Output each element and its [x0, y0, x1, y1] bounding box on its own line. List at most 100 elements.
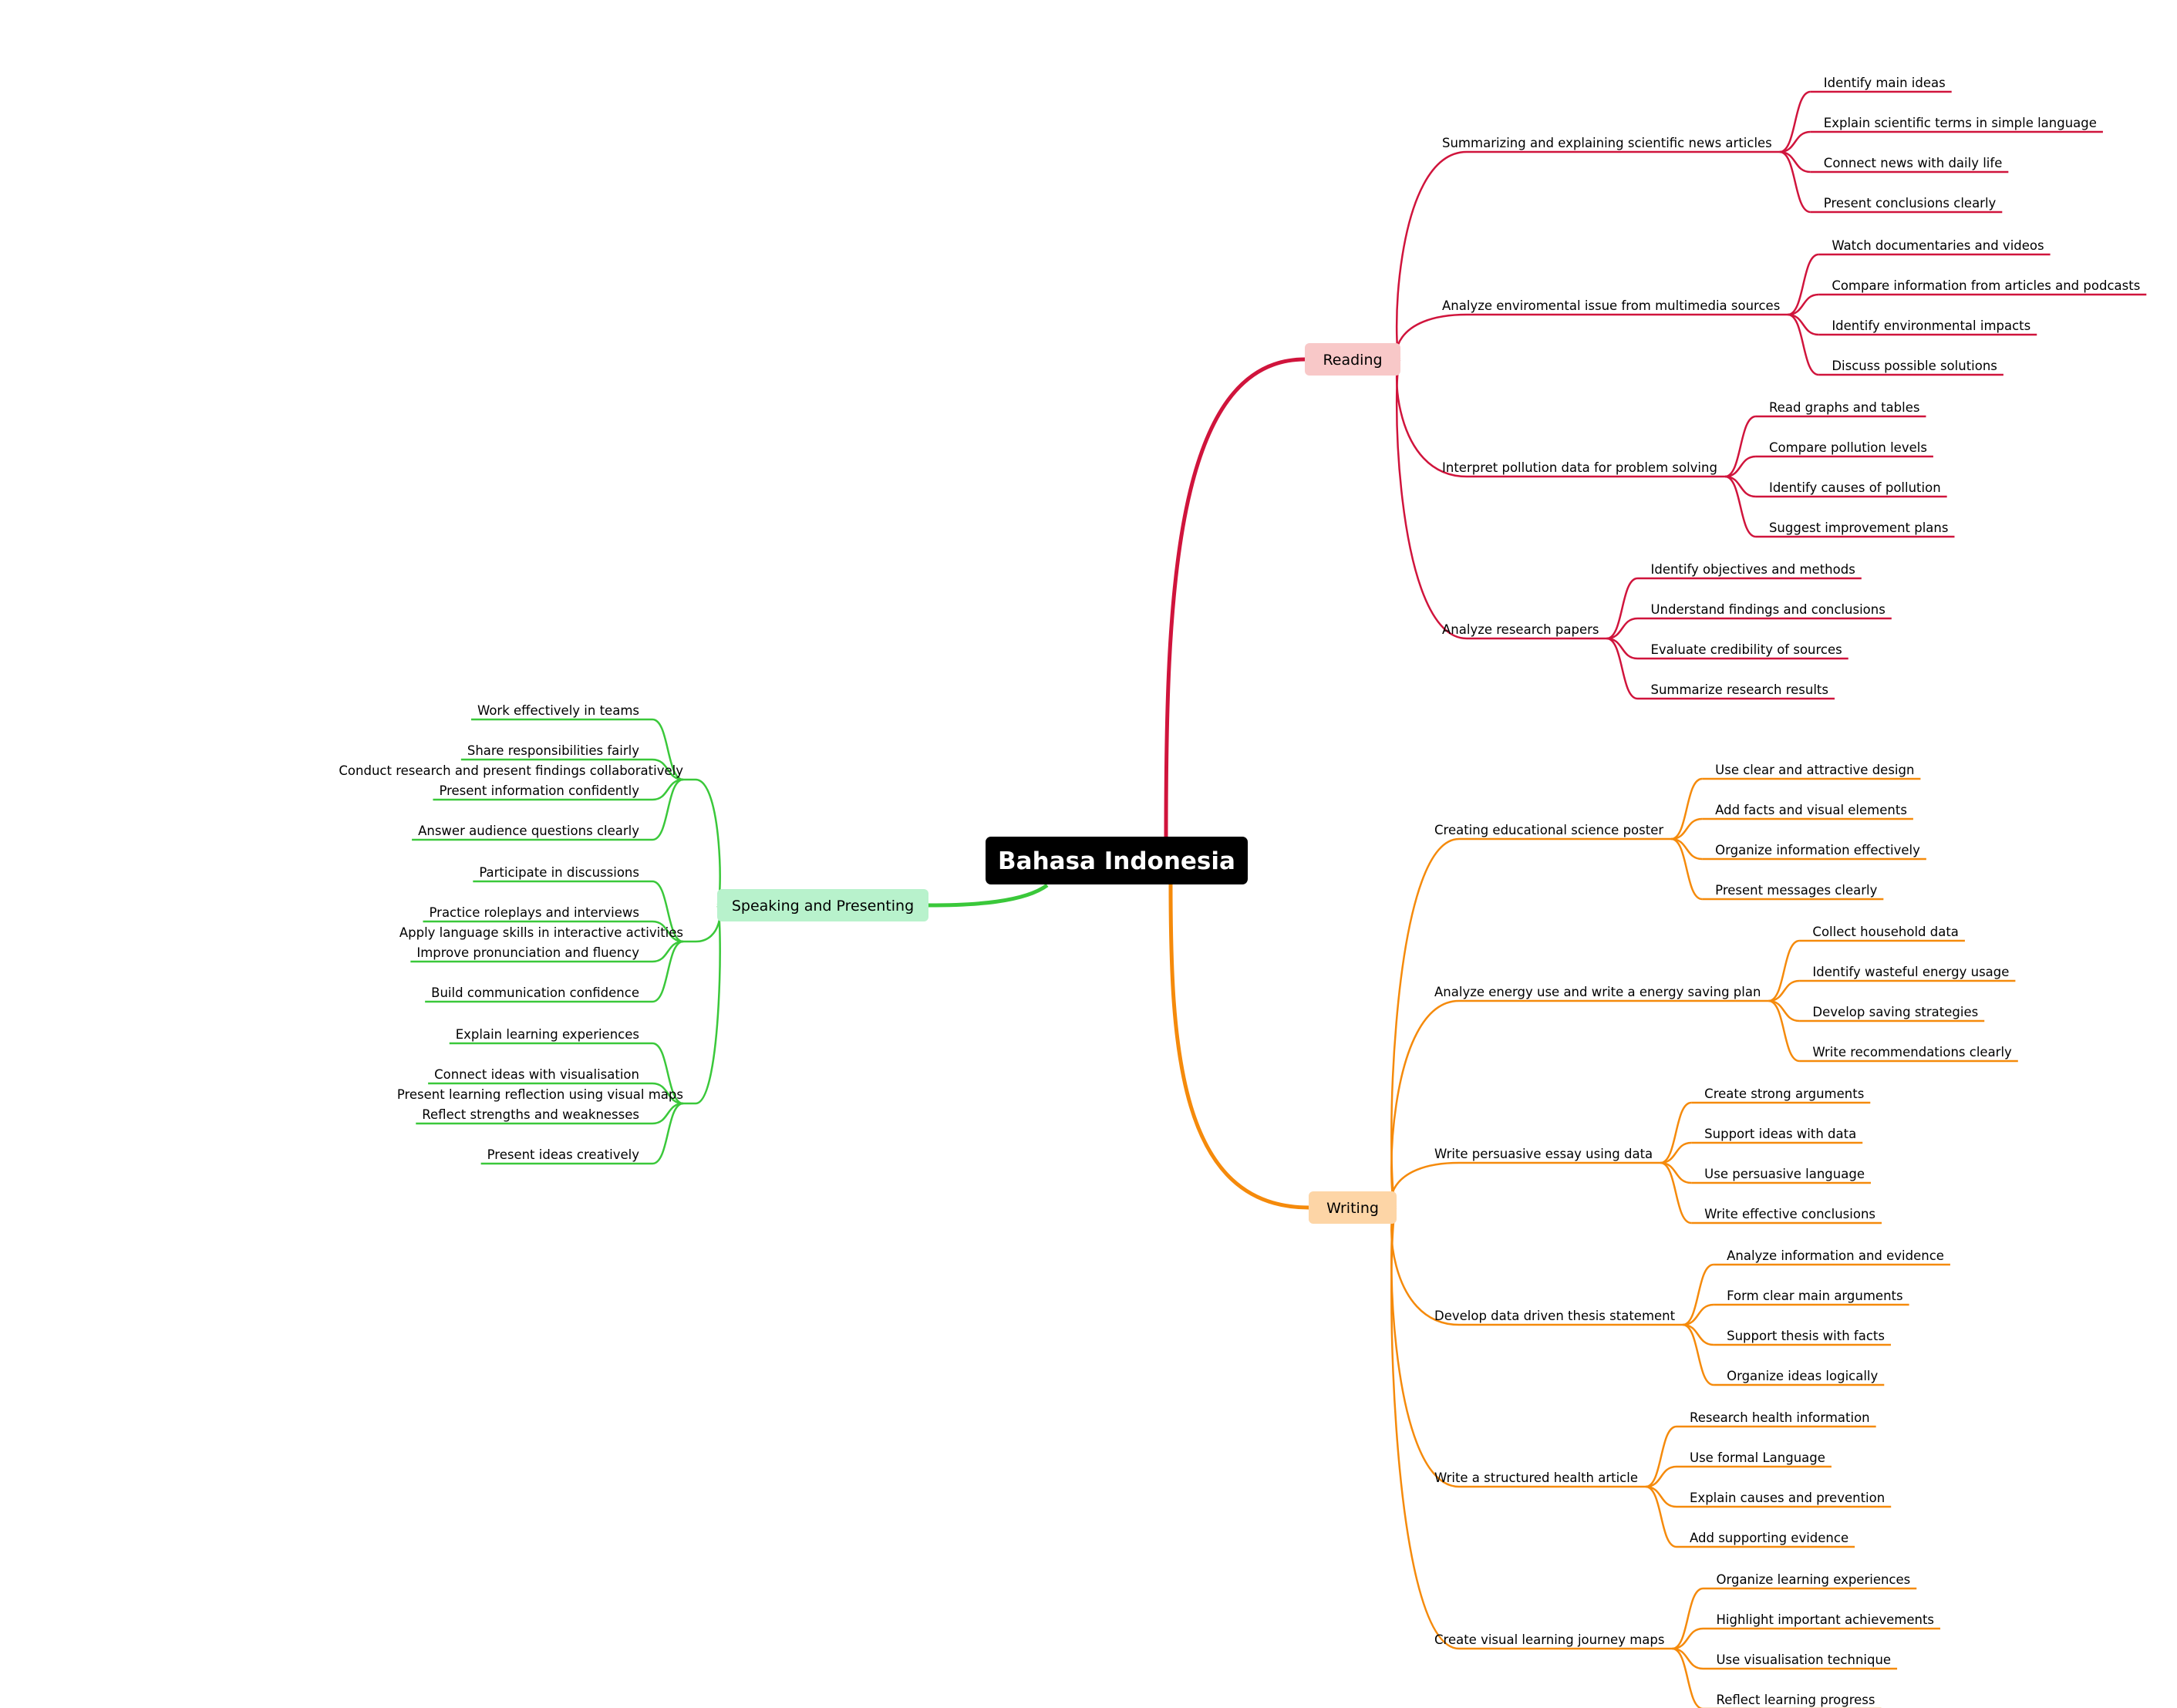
subtopic-label[interactable]: Organize learning experiences	[1716, 1572, 1910, 1587]
subtopic-label[interactable]: Use persuasive language	[1704, 1167, 1865, 1181]
topic-label: Summarizing and explaining scientific ne…	[1442, 136, 1772, 150]
subtopic-label[interactable]: Support thesis with facts	[1727, 1329, 1885, 1343]
subtopic-label[interactable]: Connect ideas with visualisation	[434, 1067, 639, 1082]
subtopic-label[interactable]: Use formal Language	[1690, 1450, 1825, 1465]
topic-node[interactable]: Analyze research papers	[1442, 622, 1599, 637]
topic-node[interactable]: Interpret pollution data for problem sol…	[1442, 460, 1717, 475]
subtopic-label[interactable]: Write recommendations clearly	[1812, 1045, 2012, 1059]
topic-label: Develop data driven thesis statement	[1434, 1309, 1676, 1323]
subtopic-label[interactable]: Compare information from articles and po…	[1832, 278, 2140, 293]
topic-node[interactable]: Apply language skills in interactive act…	[399, 925, 683, 940]
topic-connector	[1395, 150, 1468, 361]
item-connector	[1788, 293, 1819, 316]
subtopic-label[interactable]: Write effective conclusions	[1704, 1207, 1875, 1221]
topic-node[interactable]: Creating educational science poster	[1434, 823, 1663, 837]
topic-node[interactable]: Conduct research and present findings co…	[339, 763, 683, 778]
subtopic-label[interactable]: Organize information effectively	[1715, 843, 1920, 857]
topic-connector	[1390, 1206, 1460, 1650]
subtopic-label[interactable]: Explain scientific terms in simple langu…	[1824, 116, 2097, 130]
subtopic-label[interactable]: Identify causes of pollution	[1769, 480, 1941, 495]
subtopic-label[interactable]: Add supporting evidence	[1690, 1531, 1848, 1545]
item-connector	[652, 940, 684, 1003]
topic-node[interactable]: Analyze enviromental issue from multimed…	[1442, 298, 1780, 313]
item-connector	[1788, 253, 1819, 316]
item-connector	[1724, 455, 1757, 478]
topic-label: Conduct research and present findings co…	[339, 763, 683, 778]
subtopic-label[interactable]: Work effectively in teams	[477, 703, 639, 718]
subtopic-label[interactable]: Present ideas creatively	[487, 1147, 640, 1162]
subtopic-label[interactable]: Highlight important achievements	[1716, 1612, 1934, 1627]
subtopic-label[interactable]: Present conclusions clearly	[1824, 196, 1997, 211]
subtopic-label[interactable]: Identify main ideas	[1824, 76, 1946, 90]
subtopic-label[interactable]: Form clear main arguments	[1727, 1289, 1903, 1303]
subtopic-label[interactable]: Use clear and attractive design	[1715, 763, 1914, 777]
subtopic-label[interactable]: Create strong arguments	[1704, 1086, 1864, 1101]
subtopic-label[interactable]: Add facts and visual elements	[1715, 803, 1907, 817]
subtopic-label[interactable]: Explain learning experiences	[456, 1027, 639, 1042]
branch-node-speaking[interactable]: Speaking and Presenting	[717, 889, 928, 921]
subtopic-label[interactable]: Research health information	[1690, 1410, 1870, 1425]
topic-label: Apply language skills in interactive act…	[399, 925, 683, 940]
subtopic-label[interactable]: Participate in discussions	[479, 865, 639, 880]
subtopic-label[interactable]: Share responsibilities fairly	[467, 743, 639, 758]
subtopic-label[interactable]: Organize ideas logically	[1727, 1369, 1878, 1383]
topic-label: Analyze energy use and write a energy sa…	[1434, 985, 1761, 999]
topic-node[interactable]: Present learning reflection using visual…	[397, 1087, 683, 1102]
item-connector	[1724, 475, 1757, 538]
topic-node[interactable]: Develop data driven thesis statement	[1434, 1309, 1676, 1323]
root-node[interactable]: Bahasa Indonesia	[986, 837, 1248, 884]
topic-connector	[1390, 999, 1460, 1209]
root-node-box	[986, 837, 1248, 884]
subtopic-label[interactable]: Summarize research results	[1650, 682, 1828, 697]
branch-node-label: Writing	[1326, 1200, 1379, 1217]
subtopic-label[interactable]: Use visualisation technique	[1716, 1652, 1891, 1667]
subtopic-label[interactable]: Evaluate credibility of sources	[1650, 642, 1842, 657]
subtopic-label[interactable]: Answer audience questions clearly	[418, 824, 639, 838]
subtopic-label[interactable]: Suggest improvement plans	[1769, 520, 1949, 535]
item-connector	[1606, 617, 1638, 640]
item-connector	[1660, 1161, 1692, 1225]
item-connector	[1788, 313, 1819, 376]
subtopic-label[interactable]: Support ideas with data	[1704, 1127, 1856, 1141]
subtopic-label[interactable]: Improve pronunciation and fluency	[416, 945, 639, 960]
subtopic-label[interactable]: Understand findings and conclusions	[1650, 602, 1885, 617]
subtopic-label[interactable]: Read graphs and tables	[1769, 400, 1920, 415]
subtopic-label[interactable]: Present messages clearly	[1715, 883, 1877, 898]
topic-node[interactable]: Summarizing and explaining scientific ne…	[1442, 136, 1772, 150]
subtopic-label[interactable]: Watch documentaries and videos	[1832, 238, 2044, 253]
subtopic-label[interactable]: Practice roleplays and interviews	[430, 905, 640, 920]
subtopic-label[interactable]: Compare pollution levels	[1769, 440, 1927, 455]
subtopic-label[interactable]: Reflect strengths and weaknesses	[422, 1107, 639, 1122]
branch-connector-writing	[1168, 882, 1309, 1210]
branch-node-writing[interactable]: Writing	[1309, 1191, 1397, 1224]
item-connector	[1606, 577, 1638, 640]
subtopic-label[interactable]: Explain causes and prevention	[1690, 1491, 1885, 1505]
topic-connector	[1390, 1161, 1460, 1209]
subtopic-label[interactable]: Analyze information and evidence	[1727, 1248, 1944, 1263]
subtopic-label[interactable]: Discuss possible solutions	[1832, 359, 1997, 373]
topic-node[interactable]: Write a structured health article	[1434, 1470, 1638, 1485]
topic-node[interactable]: Analyze energy use and write a energy sa…	[1434, 985, 1761, 999]
topic-node[interactable]: Create visual learning journey maps	[1434, 1632, 1664, 1647]
subtopic-label[interactable]: Present information confidently	[439, 783, 639, 798]
subtopic-label[interactable]: Connect news with daily life	[1824, 156, 2003, 170]
item-connector	[1671, 817, 1703, 841]
subtopic-label[interactable]: Identify wasteful energy usage	[1812, 965, 2009, 979]
topic-label: Analyze enviromental issue from multimed…	[1442, 298, 1780, 313]
topic-label: Create visual learning journey maps	[1434, 1632, 1664, 1647]
mind-map-nodes: Bahasa Indonesia Reading Summarizing and …	[339, 76, 2140, 1707]
subtopic-label[interactable]: Identify environmental impacts	[1832, 318, 2030, 333]
subtopic-label[interactable]: Build communication confidence	[431, 985, 639, 1000]
item-connector	[1682, 1303, 1714, 1326]
item-connector	[652, 1042, 684, 1105]
subtopic-label[interactable]: Identify objectives and methods	[1650, 562, 1855, 577]
subtopic-label[interactable]: Develop saving strategies	[1812, 1005, 1978, 1019]
subtopic-label[interactable]: Reflect learning progress	[1716, 1693, 1875, 1707]
subtopic-label[interactable]: Collect household data	[1812, 925, 1959, 939]
topic-connector	[1395, 358, 1468, 478]
item-connector	[1682, 1323, 1714, 1386]
topic-node[interactable]: Write persuasive essay using data	[1434, 1147, 1653, 1161]
branch-node-reading[interactable]: Reading	[1305, 343, 1400, 376]
branch-node-box	[1309, 1191, 1397, 1224]
item-connector	[1660, 1101, 1692, 1164]
